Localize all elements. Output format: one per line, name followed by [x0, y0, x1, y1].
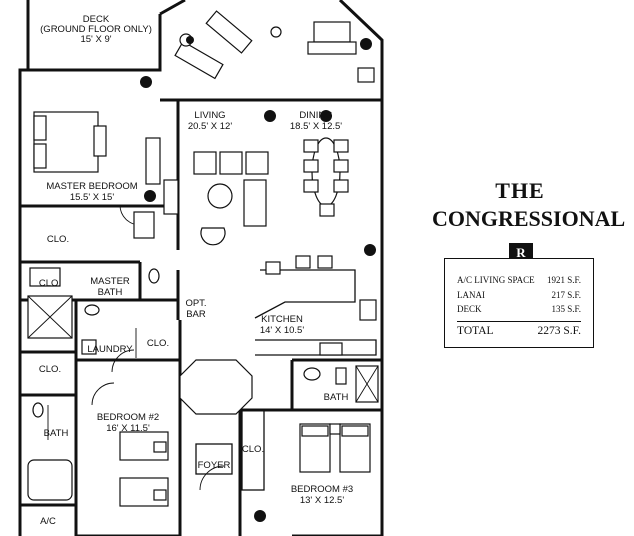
bedroom2-name: BEDROOM #2 [97, 412, 159, 423]
area-row-lanai: LANAI 217 S.F. [457, 290, 581, 300]
area-row-total: TOTAL 2273 S.F. [457, 325, 581, 337]
area-summary-table: A/C LIVING SPACE 1921 S.F. LANAI 217 S.F… [444, 258, 594, 348]
exterior-walls [18, 0, 384, 536]
deck-furniture [174, 10, 375, 83]
clo-left-label: CLO. [39, 364, 61, 375]
area-label: DECK [457, 304, 482, 314]
laundry-label: LAUNDRY [87, 344, 133, 355]
deck-name: DECK [83, 14, 110, 25]
master-bedroom-name: MASTER BEDROOM [46, 181, 137, 192]
master-bath-line2: BATH [98, 287, 123, 298]
kitchen-name: KITCHEN [261, 314, 303, 325]
title-line1: THE [495, 178, 545, 203]
living-furniture [193, 137, 349, 246]
left-bath-fixtures [27, 402, 73, 501]
clo-laundry-label: CLO. [147, 338, 169, 349]
total-value: 2273 S.F. [537, 325, 582, 337]
plant-decor [140, 36, 376, 522]
bath-left-label: BATH [44, 428, 69, 439]
master-bedroom-dims: 15.5' X 15' [70, 192, 114, 203]
bath-right-label: BATH [324, 392, 349, 403]
room-labels: DECK (GROUND FLOOR ONLY) 15' X 9' LIVING… [39, 14, 353, 527]
clo-bath-label: CLO. [39, 278, 61, 289]
master-bath-line1: MASTER [90, 276, 130, 287]
right-bath-fixtures [303, 365, 379, 403]
area-divider [457, 321, 581, 322]
bedroom3-furniture [299, 423, 371, 473]
area-value: 217 S.F. [551, 290, 581, 300]
area-label: A/C LIVING SPACE [457, 275, 535, 285]
area-row-deck: DECK 135 S.F. [457, 304, 581, 314]
kitchen-layout [254, 255, 377, 356]
kitchen-dims: 14' X 10.5' [260, 325, 304, 336]
clo-master-label: CLO. [47, 234, 69, 245]
clo-foyer-label: CLO. [242, 444, 264, 455]
ac-label: A/C [40, 516, 56, 527]
bedroom3-dims: 13' X 12.5' [300, 495, 344, 506]
opt-bar-line1: OPT. [185, 298, 206, 309]
foyer-octagon [179, 359, 253, 415]
dining-name: DINING [299, 110, 332, 121]
deck-note: (GROUND FLOOR ONLY) [40, 24, 152, 35]
master-bedroom-furniture [33, 111, 179, 239]
area-row-ac: A/C LIVING SPACE 1921 S.F. [457, 275, 581, 285]
living-name: LIVING [194, 110, 225, 121]
deck-dims: 15' X 9' [80, 34, 111, 45]
bedroom2-dims: 16' X 11.5' [106, 423, 150, 434]
total-label: TOTAL [457, 325, 494, 337]
laundry-area [81, 328, 137, 373]
living-dims: 20.5' X 12' [188, 121, 232, 132]
foyer-entry [195, 409, 265, 491]
master-bath-fixtures [27, 267, 160, 339]
bedroom3-name: BEDROOM #3 [291, 484, 353, 495]
bedroom2-furniture [91, 382, 169, 507]
area-value: 135 S.F. [551, 304, 581, 314]
opt-bar-line2: BAR [186, 309, 206, 320]
title-line2: CONGRESSIONAL [432, 206, 626, 231]
area-label: LANAI [457, 290, 485, 300]
dining-dims: 18.5' X 12.5' [290, 121, 342, 132]
plan-title: THE CONGRESSIONAL [432, 178, 626, 234]
foyer-label: FOYER [198, 460, 231, 471]
area-value: 1921 S.F. [546, 275, 581, 285]
